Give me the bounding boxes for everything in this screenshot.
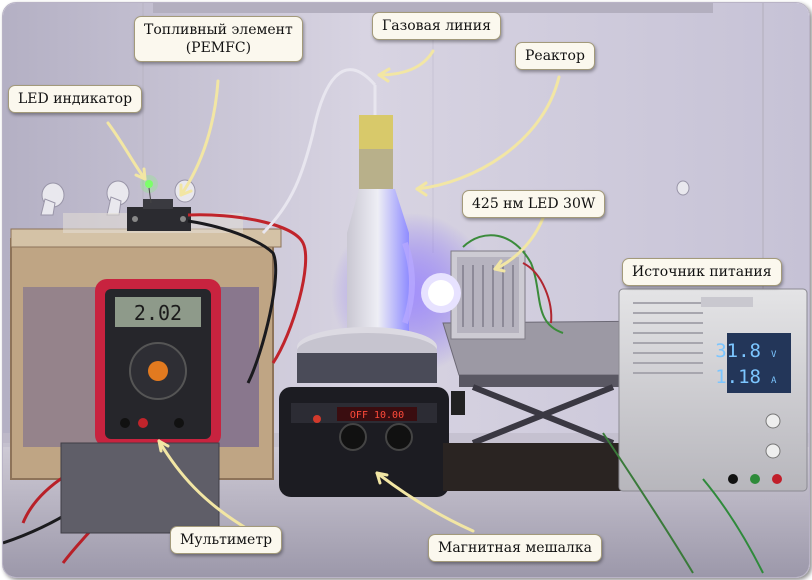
fuel-cell-label: Топливный элемент (PEMFC) bbox=[134, 16, 303, 62]
green-led bbox=[145, 180, 153, 188]
multimeter-reading: 2.02 bbox=[134, 301, 182, 325]
psu-current: 1.18 bbox=[715, 366, 761, 388]
reactor-label: Реактор bbox=[515, 42, 595, 70]
fuel-cell-label-line1: Топливный элемент bbox=[144, 22, 293, 38]
fuel-cell-block bbox=[127, 199, 191, 231]
svg-text:OFF 10.00: OFF 10.00 bbox=[350, 410, 404, 421]
magnetic-stirrer: OFF 10.00 bbox=[279, 327, 449, 497]
multimeter-label: Мультиметр bbox=[170, 526, 283, 554]
led-indicator-label: LED индикатор bbox=[8, 85, 143, 113]
fuel-cell-label-line2: (PEMFC) bbox=[185, 40, 252, 56]
led-lamp bbox=[421, 234, 564, 340]
power-supply-label: Источник питания bbox=[622, 258, 782, 286]
reactor-bottle bbox=[347, 115, 415, 347]
callout-arrows bbox=[106, 49, 561, 533]
psu-voltage-unit: V bbox=[771, 350, 777, 360]
gas-line-label: Газовая линия bbox=[372, 12, 501, 40]
multimeter: 2.02 bbox=[95, 279, 221, 447]
lab-setup-illustration: 2.02 bbox=[3, 3, 809, 577]
gas-nozzles bbox=[40, 179, 690, 216]
led-lamp-label: 425 нм LED 30W bbox=[462, 190, 606, 218]
magnetic-stirrer-label: Магнитная мешалка bbox=[428, 534, 602, 562]
power-supply-unit: 31.8 V 1.18 A bbox=[618, 288, 808, 492]
gas-tube bbox=[261, 68, 377, 235]
psu-leads bbox=[602, 432, 694, 574]
psu-current-unit: A bbox=[771, 376, 777, 386]
psu-voltage: 31.8 bbox=[715, 340, 761, 362]
